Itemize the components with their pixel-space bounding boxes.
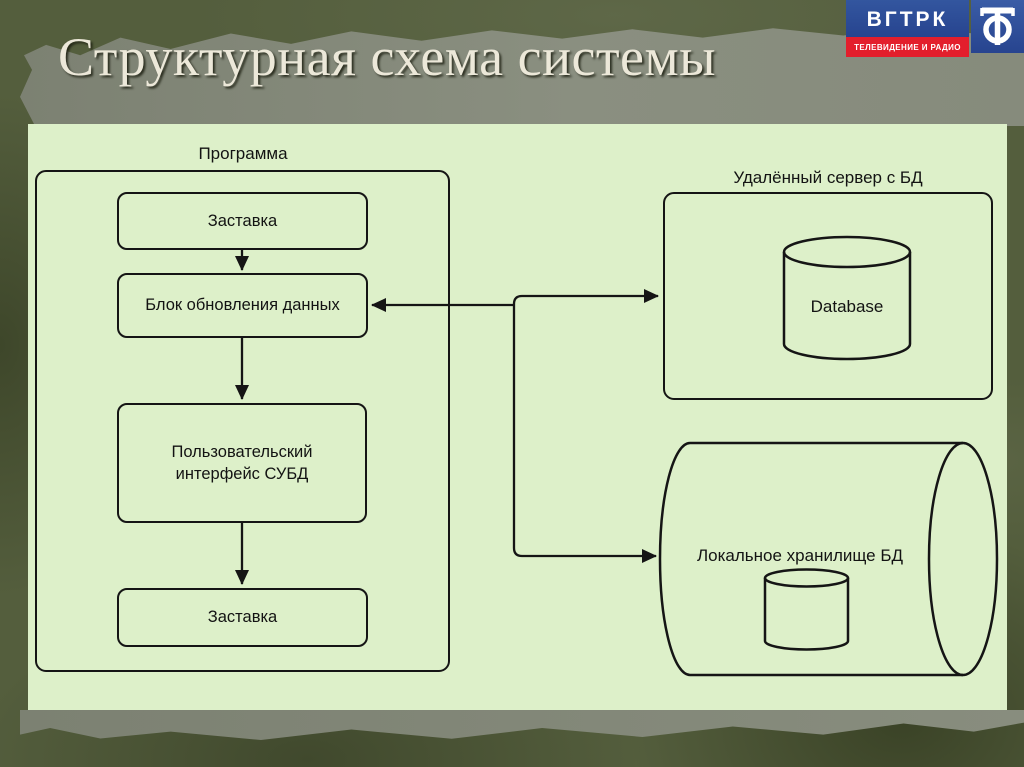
node-splash-top: Заставка xyxy=(117,192,368,250)
node-splash-bottom: Заставка xyxy=(117,588,368,647)
remote-server-container xyxy=(663,192,993,400)
remote-server-label: Удалённый сервер с БД xyxy=(733,168,923,187)
vgtrk-logo-name: ВГТРК xyxy=(846,0,969,37)
bottom-band xyxy=(20,710,1024,740)
vgtrk-logo: ВГТРК ТЕЛЕВИДЕНИЕ И РАДИО xyxy=(846,0,1024,57)
node-db-ui: Пользовательский интерфейс СУБД xyxy=(117,403,367,523)
local-storage-label: Локальное хранилище БД xyxy=(696,546,904,565)
node-update-block: Блок обновления данных xyxy=(117,273,368,338)
diagram-panel: Программа Заставка Блок обновления данны… xyxy=(28,124,1007,710)
program-container xyxy=(35,170,450,672)
database-label: Database xyxy=(810,297,884,316)
arrow-junction-to-remote-server xyxy=(512,289,659,305)
vgtrk-emblem-icon xyxy=(971,0,1024,53)
arrow-junction-to-local-storage xyxy=(512,305,657,563)
vgtrk-logo-tagline: ТЕЛЕВИДЕНИЕ И РАДИО xyxy=(846,37,969,57)
page-title: Структурная схема системы xyxy=(58,27,716,87)
program-container-label: Программа xyxy=(198,144,288,163)
small-db-cylinder-icon xyxy=(763,568,850,651)
vgtrk-logo-textblock: ВГТРК ТЕЛЕВИДЕНИЕ И РАДИО xyxy=(846,0,969,57)
